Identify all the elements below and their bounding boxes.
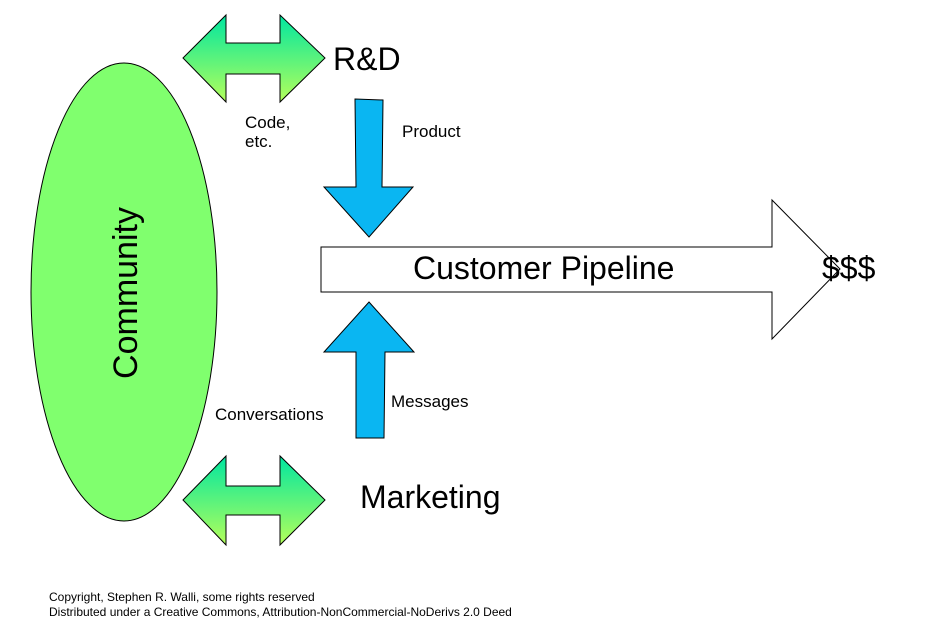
pipeline-label: Customer Pipeline xyxy=(413,250,674,286)
code-label-line1: Code, xyxy=(245,113,290,132)
product-label: Product xyxy=(402,122,461,141)
product-arrow xyxy=(322,98,415,238)
conversations-double-arrow xyxy=(182,454,326,547)
community-label: Community xyxy=(107,207,145,379)
marketing-label: Marketing xyxy=(360,479,501,515)
messages-label: Messages xyxy=(391,392,468,411)
code-label-line2: etc. xyxy=(245,132,272,151)
code-double-arrow xyxy=(182,13,326,104)
messages-arrow xyxy=(322,301,416,439)
customer-pipeline-arrow xyxy=(320,198,841,341)
license-line: Distributed under a Creative Commons, At… xyxy=(49,605,512,619)
copyright-line: Copyright, Stephen R. Walli, some rights… xyxy=(49,590,315,604)
rnd-label: R&D xyxy=(333,41,401,77)
outcome-label: $$$ xyxy=(822,250,876,286)
conversations-label: Conversations xyxy=(215,405,324,424)
community-node: Community xyxy=(30,62,218,522)
